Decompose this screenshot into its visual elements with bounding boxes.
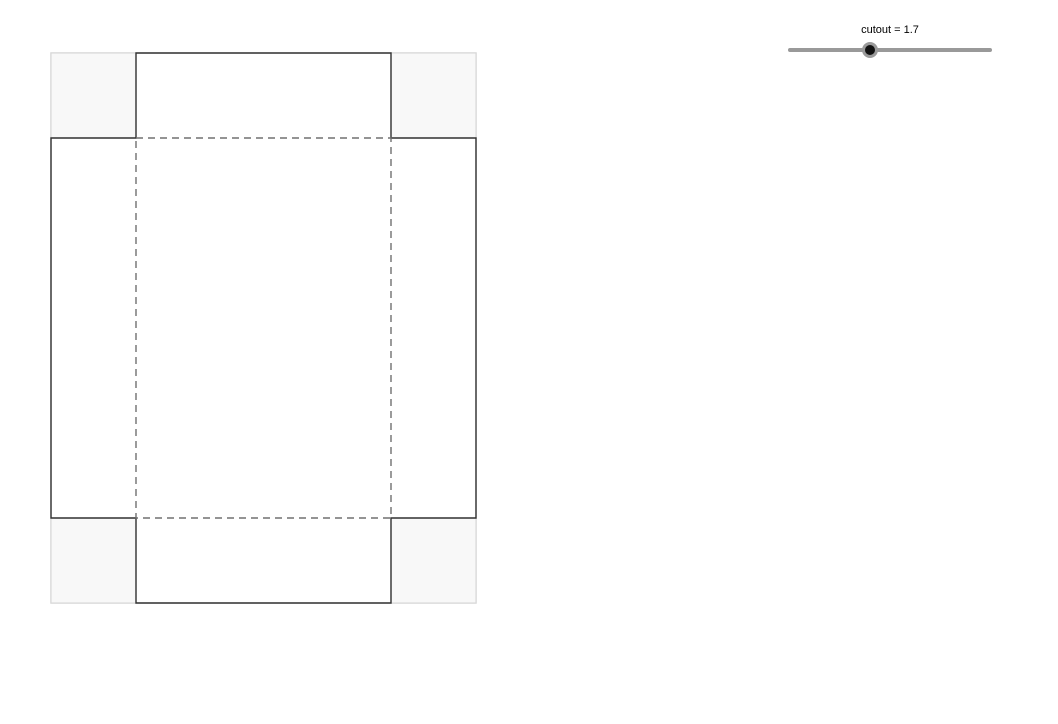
box-base-fold-lines bbox=[135, 137, 392, 519]
corner-cutout-bottom-right bbox=[390, 517, 477, 604]
corner-cutout-top-left bbox=[50, 52, 137, 139]
corner-cutout-top-right bbox=[390, 52, 477, 139]
cutout-slider-label: cutout = 1.7 bbox=[861, 24, 919, 36]
cutout-slider-track[interactable] bbox=[788, 48, 992, 52]
cutout-slider-thumb[interactable] bbox=[861, 42, 878, 58]
corner-cutout-bottom-left bbox=[50, 517, 137, 604]
